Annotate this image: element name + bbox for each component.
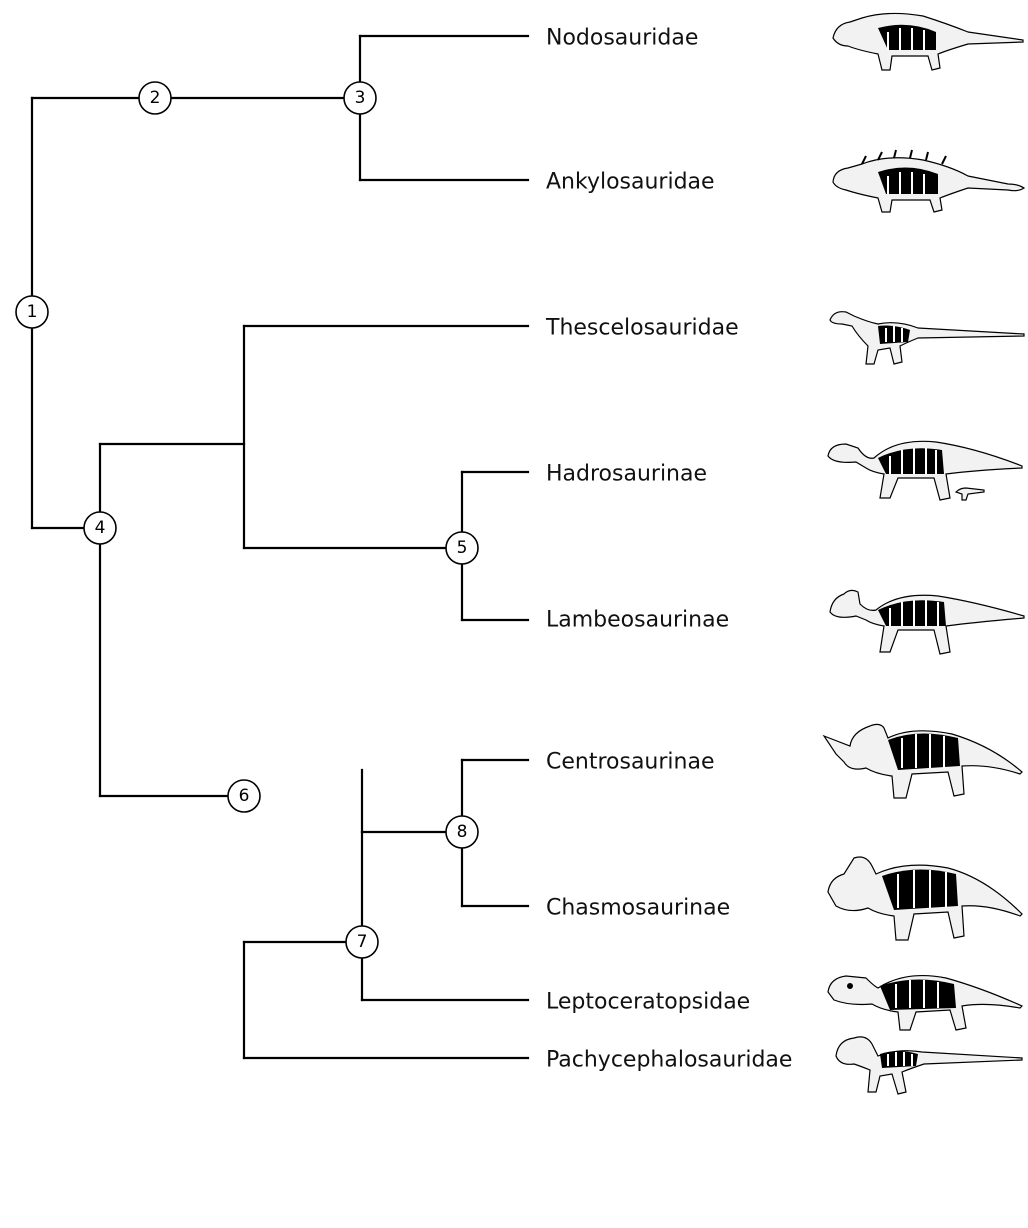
node-8: 8 — [446, 816, 478, 848]
node-3-label: 3 — [355, 88, 366, 108]
node-5-label: 5 — [457, 538, 468, 558]
cladogram-nodes: 1 2 3 4 5 6 7 8 — [16, 82, 478, 958]
taxon-label-ankylosauridae: Ankylosauridae — [546, 170, 715, 195]
node-4: 4 — [84, 512, 116, 544]
node-4-label: 4 — [95, 518, 106, 538]
centrosaur-skeleton-icon — [824, 724, 1022, 798]
nodosaur-skeleton-icon — [833, 13, 1023, 70]
node-2-label: 2 — [150, 88, 161, 108]
taxon-label-thescelosauridae: Thescelosauridae — [545, 316, 739, 341]
taxon-label-nodosauridae: Nodosauridae — [546, 26, 698, 51]
taxon-label-lambeosaurinae: Lambeosaurinae — [546, 608, 729, 633]
thescelosaur-skeleton-icon — [830, 312, 1024, 364]
node-7: 7 — [346, 926, 378, 958]
taxon-label-pachycephalosauridae: Pachycephalosauridae — [546, 1048, 792, 1073]
node-5: 5 — [446, 532, 478, 564]
node-6: 6 — [228, 780, 260, 812]
taxon-label-chasmosaurinae: Chasmosaurinae — [546, 896, 730, 921]
chasmosaur-skeleton-icon — [828, 857, 1022, 940]
ankylosaur-skeleton-icon — [833, 150, 1024, 212]
taxon-labels: Nodosauridae Ankylosauridae Thescelosaur… — [545, 26, 792, 1073]
node-3: 3 — [344, 82, 376, 114]
node-1-label: 1 — [27, 302, 38, 322]
hadrosaur-skeleton-icon — [828, 441, 1022, 500]
silhouettes — [824, 13, 1024, 1094]
taxon-label-leptoceratopsidae: Leptoceratopsidae — [546, 990, 750, 1015]
lambeosaur-skeleton-icon — [830, 590, 1024, 654]
node-1: 1 — [16, 296, 48, 328]
node-6-label: 6 — [239, 786, 250, 806]
node-7-label: 7 — [357, 932, 368, 952]
taxon-label-hadrosaurinae: Hadrosaurinae — [546, 462, 707, 487]
node-2: 2 — [139, 82, 171, 114]
node-8-label: 8 — [457, 822, 468, 842]
pachycephalosaur-skeleton-icon — [836, 1037, 1022, 1094]
taxon-label-centrosaurinae: Centrosaurinae — [546, 750, 715, 775]
leptoceratopsid-skeleton-icon — [828, 976, 1022, 1030]
